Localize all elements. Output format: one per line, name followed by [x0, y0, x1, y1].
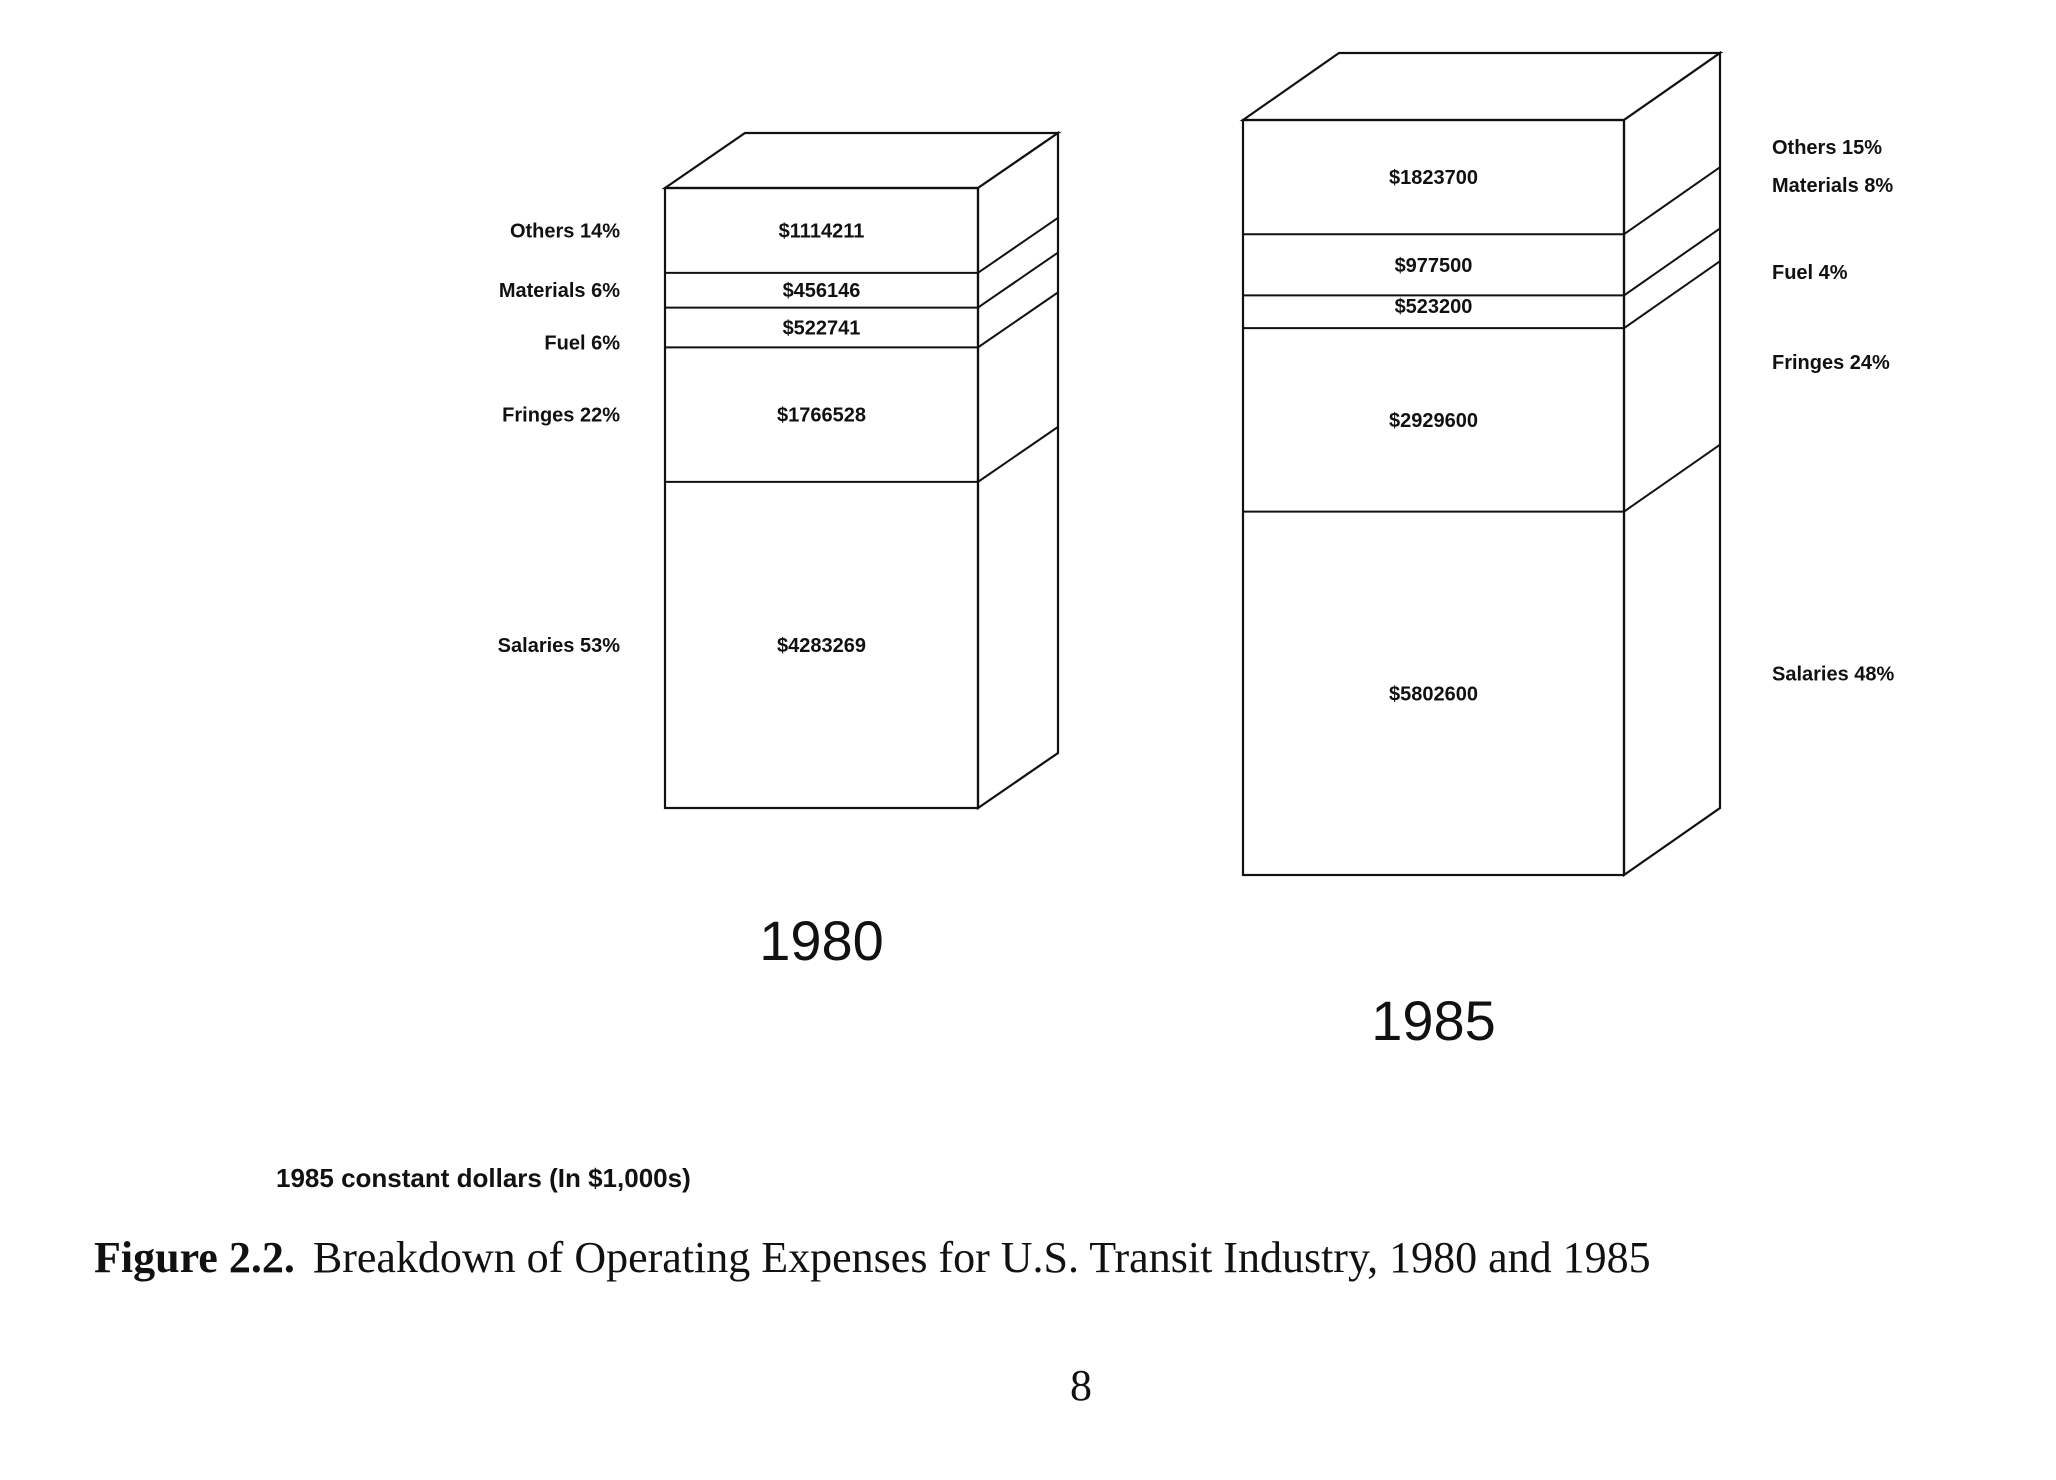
value-label-materials-1985: $977500 — [1395, 255, 1473, 277]
segment-side-divider-fuel-1980 — [977, 251, 1059, 309]
segment-label-fuel-1985: Fuel 4% — [1772, 262, 1848, 284]
segment-side-divider-fringes-1985 — [1623, 260, 1721, 329]
segment-label-fringes-1985: Fringes 24% — [1772, 352, 1890, 374]
figure-caption: Figure 2.2. Breakdown of Operating Expens… — [94, 1232, 1651, 1283]
segment-label-materials-1985: Materials 8% — [1772, 175, 1893, 197]
value-label-fringes-1980: $1766528 — [777, 405, 866, 427]
segment-label-fuel-1980: Fuel 6% — [544, 332, 620, 354]
figure-title: Breakdown of Operating Expenses for U.S.… — [312, 1233, 1651, 1282]
year-label-1980: 1980 — [759, 909, 884, 972]
segment-side-divider-fringes-1980 — [977, 291, 1059, 349]
bar-side-face-1980 — [976, 130, 1060, 811]
value-label-salaries-1985: $5802600 — [1389, 683, 1478, 705]
segment-side-divider-fuel-1985 — [1623, 227, 1721, 297]
segment-label-salaries-1985: Salaries 48% — [1772, 663, 1895, 685]
segment-label-fringes-1980: Fringes 22% — [502, 405, 620, 427]
figure-number: Figure 2.2. — [94, 1233, 295, 1282]
bar-front-1985 — [1241, 118, 1626, 877]
bar-front-1980 — [663, 186, 980, 810]
segment-label-others-1980: Others 14% — [510, 220, 620, 242]
segment-side-divider-materials-1980 — [977, 217, 1059, 274]
value-label-fringes-1985: $2929600 — [1389, 410, 1478, 432]
value-label-fuel-1985: $523200 — [1395, 296, 1473, 318]
segment-side-divider-salaries-1985 — [1623, 443, 1721, 513]
segment-side-divider-salaries-1980 — [977, 426, 1059, 483]
value-label-salaries-1980: $4283269 — [777, 635, 866, 657]
value-label-materials-1980: $456146 — [783, 280, 861, 302]
segment-label-materials-1980: Materials 6% — [499, 280, 620, 302]
segment-label-others-1985: Others 15% — [1772, 137, 1882, 159]
year-label-1985: 1985 — [1371, 989, 1496, 1052]
value-label-others-1980: $1114211 — [779, 220, 865, 242]
segment-side-divider-materials-1985 — [1623, 166, 1721, 236]
unit-note: 1985 constant dollars (In $1,000s) — [276, 1163, 691, 1193]
page-number: 8 — [1070, 1361, 1092, 1410]
value-label-fuel-1980: $522741 — [783, 317, 861, 339]
value-label-others-1985: $1823700 — [1389, 167, 1478, 189]
segment-label-salaries-1980: Salaries 53% — [498, 635, 621, 657]
